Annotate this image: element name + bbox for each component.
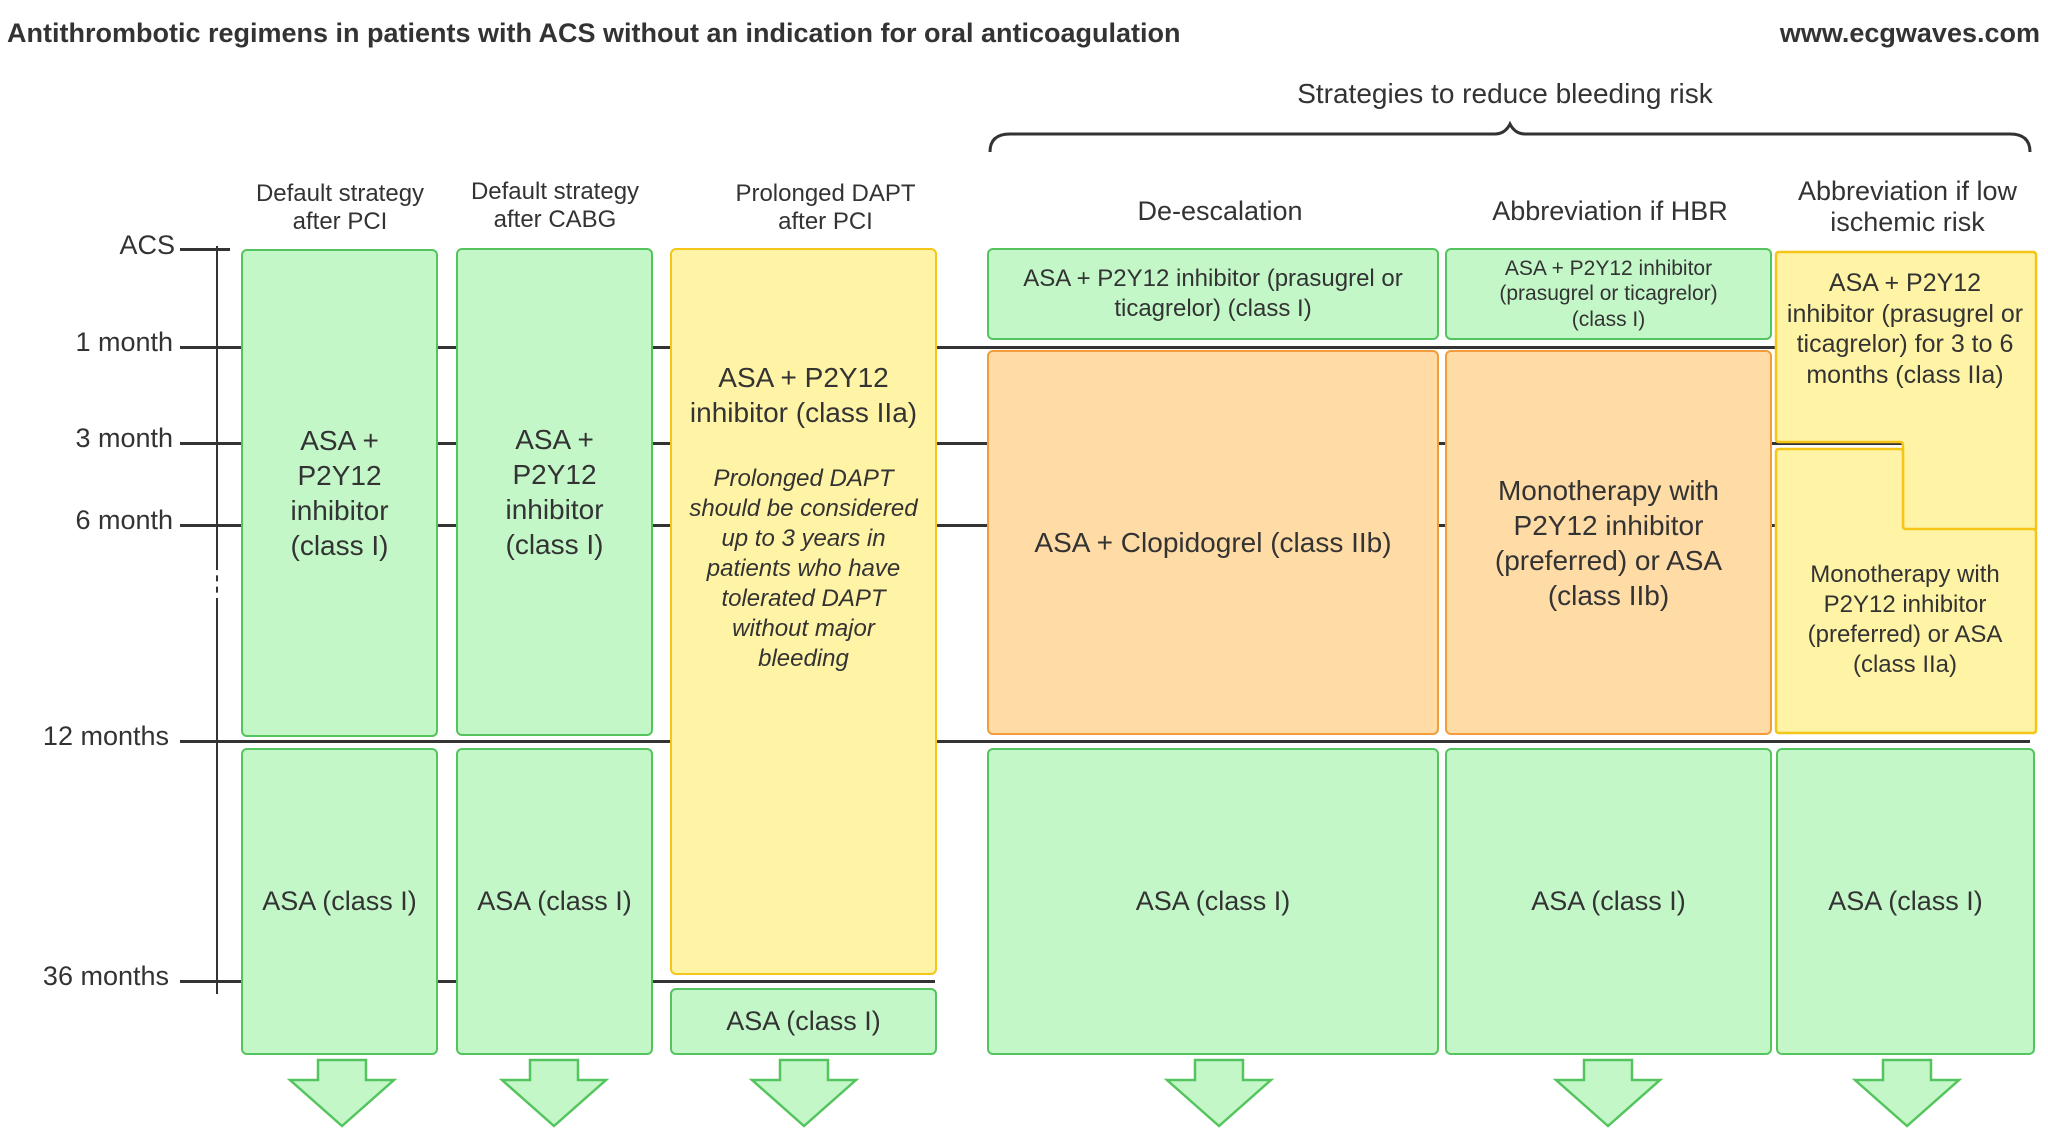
cabg-asa-text: ASA (class I) xyxy=(477,885,632,916)
low-ischemic-asa-box: ASA (class I) xyxy=(1776,748,2035,1055)
hbr-middle-box: Monotherapy with P2Y12 inhibitor (prefer… xyxy=(1445,350,1772,735)
prolonged-dapt-box: ASA + P2Y12 inhibitor (class IIa) Prolon… xyxy=(670,248,937,975)
pci-dapt-box: ASA + P2Y12 inhibitor (class I) xyxy=(241,249,438,737)
cabg-dapt-box: ASA + P2Y12 inhibitor (class I) xyxy=(456,248,653,736)
low-ischemic-middle-text: Monotherapy with P2Y12 inhibitor (prefer… xyxy=(1807,561,2003,678)
strategies-label: Strategies to reduce bleeding risk xyxy=(1297,78,1713,109)
pci-asa-text: ASA (class I) xyxy=(262,885,417,916)
low-ischemic-asa-text: ASA (class I) xyxy=(1828,885,1983,916)
line-1-month xyxy=(180,346,2030,349)
down-arrow-icon xyxy=(286,1058,398,1128)
down-arrow-icon xyxy=(1163,1058,1275,1128)
hbr-initial-box: ASA + P2Y12 inhibitor (prasugrel or tica… xyxy=(1445,248,1772,340)
hbr-initial-text: ASA + P2Y12 inhibitor (prasugrel or tica… xyxy=(1499,257,1718,331)
deescalation-asa-box: ASA (class I) xyxy=(987,748,1439,1055)
tick-label-12-months: 12 months xyxy=(42,721,169,751)
header-hbr: Abbreviation if HBR xyxy=(1492,196,1728,226)
header-deescalation: De-escalation xyxy=(1137,196,1303,226)
header-cabg: Default strategy after CABG xyxy=(470,178,640,233)
deescalation-initial-text: ASA + P2Y12 inhibitor (prasugrel or tica… xyxy=(1023,265,1403,322)
prolonged-dapt-text: ASA + P2Y12 inhibitor (class IIa) xyxy=(689,361,918,428)
cabg-asa-box: ASA (class I) xyxy=(456,748,653,1055)
down-arrow-icon xyxy=(748,1058,860,1128)
prolonged-asa-box: ASA (class I) xyxy=(670,988,937,1055)
tick-label-36-months: 36 months xyxy=(42,961,169,991)
tick-label-acs: ACS xyxy=(119,230,175,260)
prolonged-asa-text: ASA (class I) xyxy=(726,1005,881,1036)
line-acs xyxy=(180,248,230,251)
low-ischemic-initial-text: ASA + P2Y12 inhibitor (prasugrel or tica… xyxy=(1786,269,2024,389)
diagram-title: Antithrombotic regimens in patients with… xyxy=(7,18,1181,48)
pci-dapt-text: ASA + P2Y12 inhibitor (class I) xyxy=(290,425,389,561)
timeline-axis-lower xyxy=(216,604,218,994)
website-label: www.ecgwaves.com xyxy=(1779,18,2040,48)
down-arrow-icon xyxy=(1851,1058,1963,1128)
down-arrow-icon xyxy=(1552,1058,1664,1128)
deescalation-asa-text: ASA (class I) xyxy=(1135,885,1291,916)
header-pci: Default strategy after PCI xyxy=(255,180,425,235)
low-ischemic-middle-shape xyxy=(1774,447,2038,735)
tick-label-6-month: 6 month xyxy=(75,505,173,535)
hbr-middle-text: Monotherapy with P2Y12 inhibitor (prefer… xyxy=(1494,474,1723,611)
header-prolonged: Prolonged DAPT after PCI xyxy=(735,180,916,235)
line-12-months xyxy=(180,740,2030,743)
tick-label-3-month: 3 month xyxy=(75,423,173,453)
cabg-dapt-text: ASA + P2Y12 inhibitor (class I) xyxy=(505,424,604,560)
hbr-asa-box: ASA (class I) xyxy=(1445,748,1772,1055)
deescalation-initial-box: ASA + P2Y12 inhibitor (prasugrel or tica… xyxy=(987,248,1439,340)
timeline-axis-break xyxy=(216,564,218,604)
strategies-brace xyxy=(988,120,2032,153)
timeline-axis xyxy=(216,246,218,564)
down-arrow-icon xyxy=(498,1058,610,1128)
deescalation-middle-text: ASA + Clopidogrel (class IIb) xyxy=(1034,527,1392,558)
hbr-asa-text: ASA (class I) xyxy=(1531,885,1686,916)
prolonged-dapt-note: Prolonged DAPT should be considered up t… xyxy=(689,464,918,672)
deescalation-middle-box: ASA + Clopidogrel (class IIb) xyxy=(987,350,1439,735)
tick-label-1-month: 1 month xyxy=(75,327,173,357)
header-low-ischemic: Abbreviation if low ischemic risk xyxy=(1797,176,2018,238)
pci-asa-box: ASA (class I) xyxy=(241,748,438,1055)
